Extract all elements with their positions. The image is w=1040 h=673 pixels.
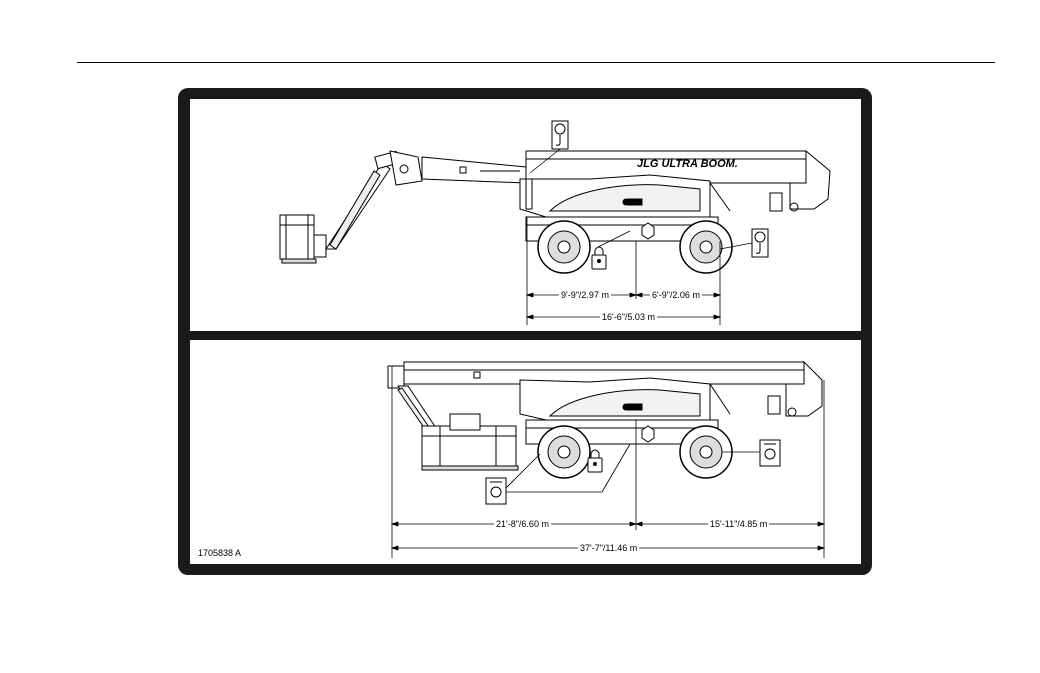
transport-machine-drawing bbox=[190, 340, 861, 564]
turntable bbox=[520, 175, 710, 217]
model-text: ULTRA BOOM. bbox=[661, 158, 737, 170]
transport-front-dimension: 15'-11"/4.85 m bbox=[708, 519, 769, 529]
figure-id: 1705838 A bbox=[198, 548, 241, 558]
front-wheel bbox=[680, 221, 732, 273]
stowed-view-panel: 9'-9"/2.97 m 6'-9"/2.06 m 16'-6"/5.03 m … bbox=[190, 99, 861, 331]
rear-wheel bbox=[538, 221, 590, 273]
transport-rear-dimension: 21'-8"/6.60 m bbox=[494, 519, 551, 529]
brand-logo: JLG ULTRA BOOM. bbox=[635, 159, 740, 169]
stowed-machine-drawing bbox=[190, 99, 861, 331]
platform-basket bbox=[422, 414, 518, 470]
transport-view-panel: 21'-8"/6.60 m 15'-11"/4.85 m 37'-7"/11.4… bbox=[190, 340, 861, 564]
stowed-rear-dimension: 9'-9"/2.97 m bbox=[559, 290, 611, 300]
stowed-total-dimension: 16'-6"/5.03 m bbox=[600, 312, 657, 322]
rear-wheel bbox=[538, 426, 590, 478]
platform-basket bbox=[280, 215, 326, 263]
logo-text: JLG bbox=[637, 158, 658, 170]
stowed-front-dimension: 6'-9"/2.06 m bbox=[650, 290, 702, 300]
jib-arm bbox=[326, 151, 422, 249]
header-rule bbox=[77, 62, 995, 63]
turntable bbox=[520, 378, 710, 420]
transport-total-dimension: 37'-7"/11.46 m bbox=[578, 543, 639, 553]
